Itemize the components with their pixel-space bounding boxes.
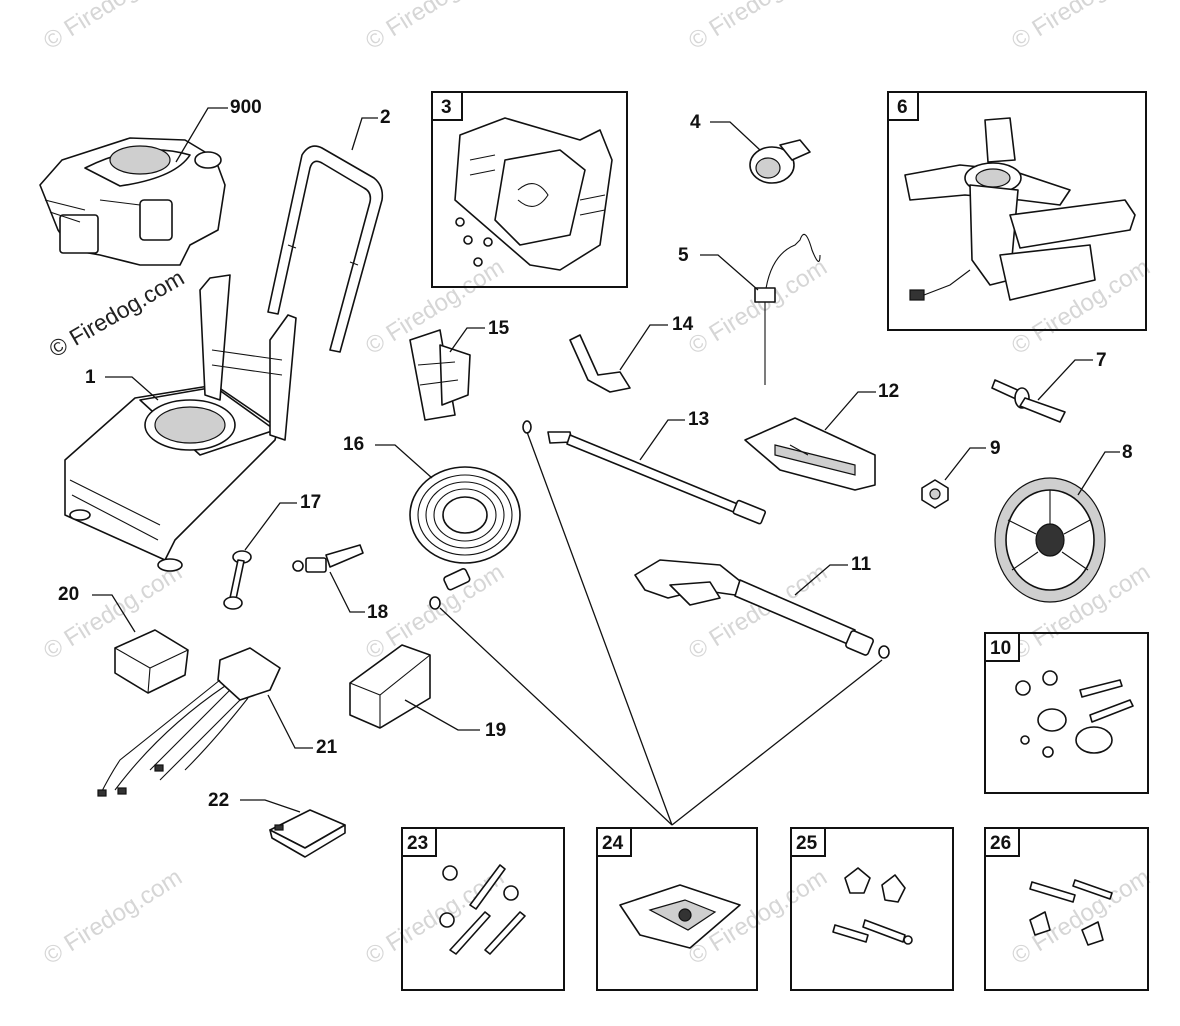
kit-box-6-tag xyxy=(887,91,919,121)
part-label-13: 13 xyxy=(688,409,709,430)
part-label-15: 15 xyxy=(488,318,510,339)
watermark: © Firedog.com xyxy=(1007,864,1155,970)
part-label-14: 14 xyxy=(672,314,694,335)
kit-box-23-tag xyxy=(401,827,437,857)
part-label-16: 16 xyxy=(343,434,364,455)
part-label-2: 2 xyxy=(380,107,391,128)
part-label-10: 10 xyxy=(990,638,1011,659)
knob-kit-25[interactable] xyxy=(832,867,913,945)
mount-plate-kit-24[interactable] xyxy=(619,884,741,949)
part-label-5: 5 xyxy=(678,245,689,266)
part-label-1: 1 xyxy=(85,367,96,388)
bracket-14[interactable] xyxy=(569,334,631,393)
part-label-21: 21 xyxy=(316,737,338,758)
part-label-18: 18 xyxy=(367,602,388,623)
part-label-25: 25 xyxy=(796,833,818,854)
kit-box-3 xyxy=(431,91,628,288)
unloader-valve-4[interactable] xyxy=(749,139,811,184)
part-label-20: 20 xyxy=(58,584,79,605)
kit-box-10-tag xyxy=(984,632,1020,662)
part-label-22: 22 xyxy=(208,790,229,811)
part-label-12: 12 xyxy=(878,381,899,402)
part-label-23: 23 xyxy=(407,833,428,854)
watermark-main: © Firedog.com xyxy=(45,264,189,362)
watermark: © Firedog.com xyxy=(39,864,187,970)
part-label-7: 7 xyxy=(1096,350,1107,371)
kit-box-24 xyxy=(596,827,758,991)
kit-box-23 xyxy=(401,827,565,991)
spark-plug-18[interactable] xyxy=(292,544,364,573)
oil-cap-17[interactable] xyxy=(223,550,252,610)
part-label-3: 3 xyxy=(441,97,452,118)
kit-box-26 xyxy=(984,827,1149,991)
wand-13[interactable] xyxy=(522,420,767,525)
control-panel-3[interactable] xyxy=(454,117,613,271)
part-label-9: 9 xyxy=(990,438,1001,459)
part-label-24: 24 xyxy=(602,833,624,854)
part-label-19: 19 xyxy=(485,720,506,741)
module-20[interactable] xyxy=(114,629,189,694)
kit-box-25 xyxy=(790,827,954,991)
nut-9[interactable] xyxy=(921,479,949,509)
handle-2[interactable] xyxy=(267,145,384,353)
mounting-plate-22[interactable] xyxy=(269,809,346,858)
kit-box-3-tag xyxy=(431,91,463,121)
part-label-26: 26 xyxy=(990,833,1011,854)
kit-box-24-tag xyxy=(596,827,632,857)
watermark: © Firedog.com xyxy=(1007,0,1155,55)
kit-box-26-tag xyxy=(984,827,1020,857)
axle-7[interactable] xyxy=(991,379,1066,423)
spray-gun-11[interactable] xyxy=(634,559,890,659)
kit-box-6 xyxy=(887,91,1147,331)
hardware-kit-10[interactable] xyxy=(1015,670,1134,758)
pump-6[interactable] xyxy=(904,117,1136,301)
frame-1[interactable] xyxy=(64,274,297,572)
foam-block-19[interactable] xyxy=(349,644,431,729)
kit-box-25-tag xyxy=(790,827,826,857)
thermal-relief-5[interactable] xyxy=(754,233,821,385)
engine-900[interactable] xyxy=(39,137,226,266)
wire-harness-21[interactable] xyxy=(97,647,281,797)
watermark: © Firedog.com xyxy=(684,0,832,55)
kit-box-10 xyxy=(984,632,1149,794)
screw-kit-26[interactable] xyxy=(1029,879,1113,946)
watermark: © Firedog.com xyxy=(361,0,509,55)
hose-16[interactable] xyxy=(409,466,521,610)
part-label-11: 11 xyxy=(851,554,872,575)
manual-pouch-12[interactable] xyxy=(744,417,876,491)
watermark: © Firedog.com xyxy=(684,254,832,360)
part-label-900: 900 xyxy=(230,97,262,118)
wheel-8[interactable] xyxy=(994,477,1106,603)
part-label-8: 8 xyxy=(1122,442,1133,463)
gun-holder-15[interactable] xyxy=(409,329,471,421)
part-label-17: 17 xyxy=(300,492,321,513)
part-label-6: 6 xyxy=(897,97,908,118)
bolt-kit-23[interactable] xyxy=(439,864,526,955)
watermark: © Firedog.com xyxy=(39,0,187,55)
part-label-4: 4 xyxy=(690,112,701,133)
